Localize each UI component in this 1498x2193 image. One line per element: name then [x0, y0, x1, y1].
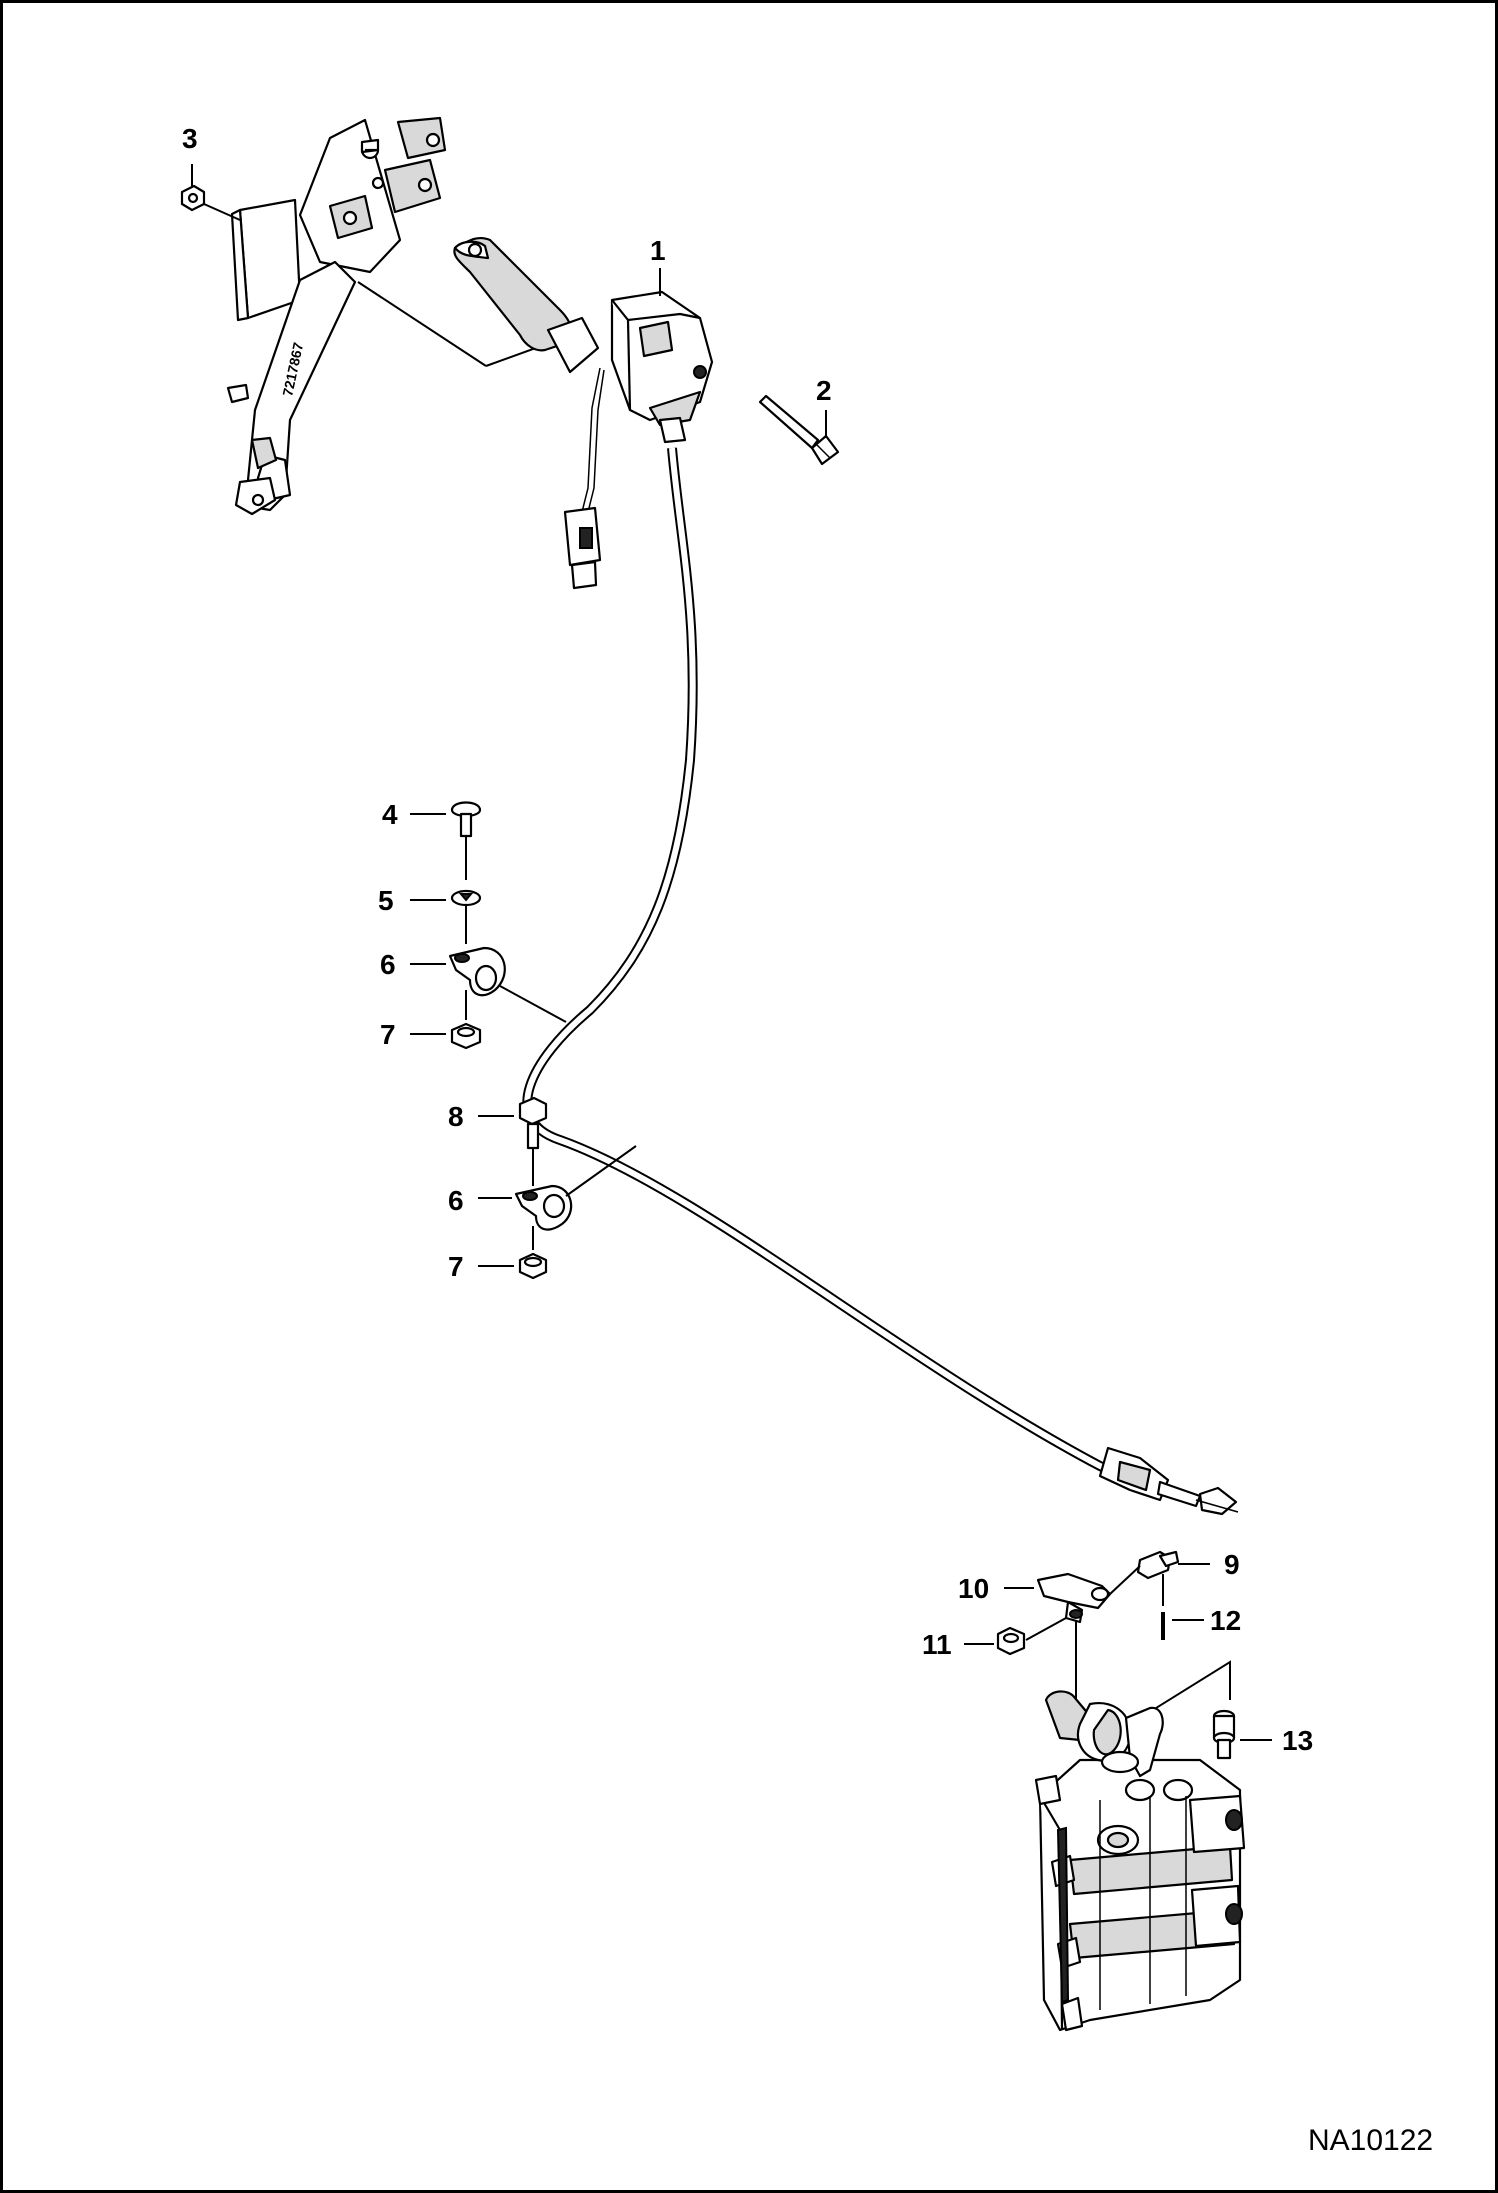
bolt-item-13 [1212, 1709, 1236, 1760]
control-cable [522, 447, 1239, 1516]
callout-2: 2 [816, 375, 832, 406]
callout-6a: 6 [380, 949, 396, 980]
bolt-item-2 [758, 394, 840, 466]
callout-11: 11 [922, 1629, 952, 1660]
callout-9: 9 [1224, 1549, 1240, 1580]
callout-4: 4 [382, 799, 398, 830]
callout-7b: 7 [448, 1251, 464, 1282]
callout-13: 13 [1282, 1725, 1313, 1756]
callout-8: 8 [448, 1101, 464, 1132]
mounting-bracket: 7217867 [226, 116, 447, 516]
callout-labels: 1 2 3 4 5 6 7 8 6 7 9 10 11 12 13 [182, 123, 1313, 1756]
callout-7a: 7 [380, 1019, 396, 1050]
callout-leaders [191, 164, 1272, 1741]
clamp-group-upper [448, 801, 506, 1050]
callout-12: 12 [1210, 1605, 1241, 1636]
leader-bracket-lever [357, 281, 487, 367]
callout-1: 1 [650, 235, 666, 266]
linkage-parts [996, 1550, 1180, 1700]
callout-10: 10 [958, 1573, 989, 1604]
nut-item-3 [180, 184, 206, 212]
callout-6b: 6 [448, 1185, 464, 1216]
clamp-group-lower [514, 1096, 573, 1280]
figure-id: NA10122 [1308, 2124, 1433, 2157]
control-valve [1034, 1660, 1246, 2032]
leader-clamp-lower [565, 1145, 637, 1197]
control-lever [453, 236, 714, 590]
callout-3: 3 [182, 123, 198, 154]
callout-5: 5 [378, 885, 394, 916]
leader-clamp-upper [499, 985, 567, 1023]
